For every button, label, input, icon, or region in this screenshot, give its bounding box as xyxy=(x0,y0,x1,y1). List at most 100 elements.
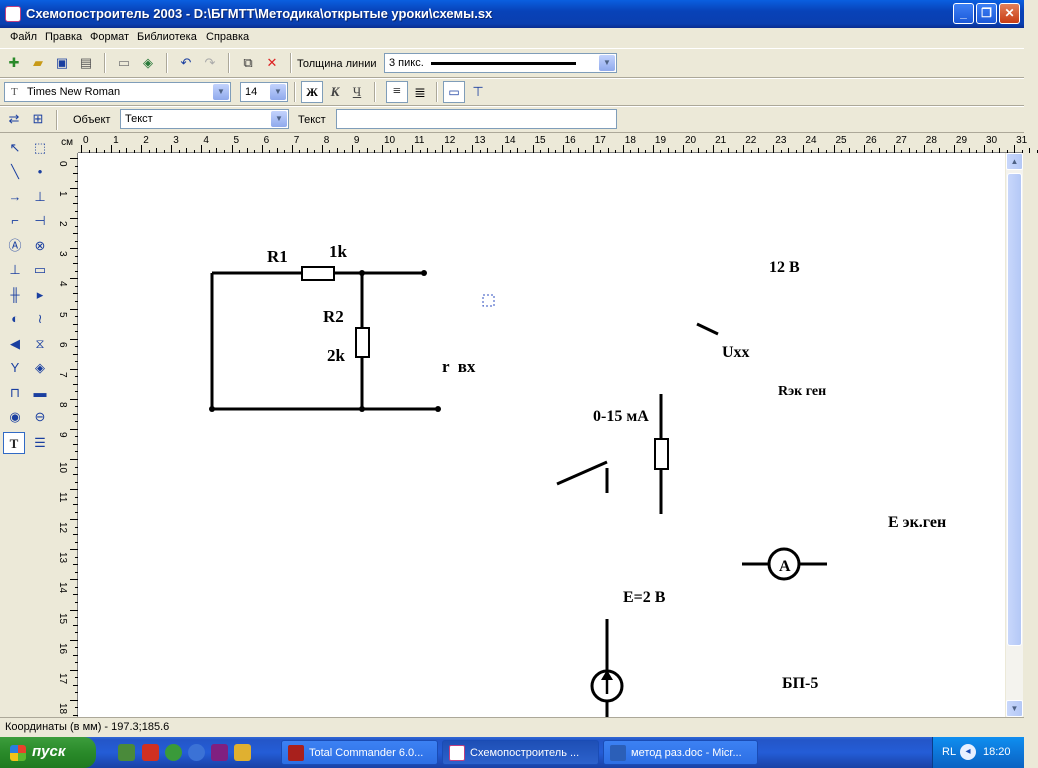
ground-icon[interactable]: ⊥ xyxy=(34,189,46,204)
object-link-icon[interactable]: ⊞ xyxy=(32,111,44,126)
task-word-doc[interactable]: метод раз.doc - Micr... xyxy=(603,740,758,765)
quicklaunch-acrobat-icon[interactable] xyxy=(142,744,159,761)
speaker-icon[interactable]: ◀ xyxy=(10,336,20,351)
label-e-eq-gen[interactable]: Е эк.ген xyxy=(888,514,946,531)
export-icon[interactable]: ◈ xyxy=(143,55,153,70)
line-tool-icon[interactable]: ╲ xyxy=(11,164,19,179)
lamp-icon[interactable]: ⊗ xyxy=(34,238,46,253)
align-left-icon[interactable]: ≡ xyxy=(386,81,408,103)
label-e-2v[interactable]: Е=2 В xyxy=(623,589,666,606)
menu-bar: Файл Правка Формат Библиотека Справка xyxy=(0,28,1024,48)
start-button[interactable]: пуск xyxy=(0,737,96,768)
underline-button[interactable]: Ч xyxy=(352,84,362,99)
print-preview-icon[interactable]: ▤ xyxy=(79,55,93,70)
task-total-commander[interactable]: Total Commander 6.0... xyxy=(281,740,438,765)
relay-icon[interactable]: ⊓ xyxy=(9,385,21,400)
switch-icon[interactable]: ⌐ xyxy=(11,213,19,228)
scroll-thumb[interactable] xyxy=(1007,173,1022,646)
title-bar[interactable]: Схемопостроитель 2003 - D:\БГМТТ\Методик… xyxy=(0,0,1024,28)
fuse-icon[interactable]: ⊥ xyxy=(9,262,21,277)
label-r2-value[interactable]: 2k xyxy=(327,346,346,365)
label-r1[interactable]: R1 xyxy=(267,247,288,266)
text-center-icon[interactable]: ⊤ xyxy=(472,84,484,99)
font-size-select[interactable]: 14 ▼ xyxy=(240,82,288,102)
resistor-h-icon[interactable]: ▬ xyxy=(33,385,47,400)
label-r2[interactable]: R2 xyxy=(323,307,344,326)
selection-handle[interactable] xyxy=(482,294,495,307)
resistor-icon[interactable]: ▭ xyxy=(33,262,47,277)
line-width-select[interactable]: 3 пикс. ▼ xyxy=(384,53,617,73)
maximize-button[interactable]: ❐ xyxy=(976,3,997,24)
print-icon[interactable]: ▭ xyxy=(117,55,131,70)
align-justify-icon[interactable]: ≣ xyxy=(414,84,426,100)
table-tool-icon[interactable]: ☰ xyxy=(34,435,46,450)
label-psu[interactable]: БП-5 xyxy=(782,675,818,692)
delete-icon[interactable]: ✕ xyxy=(266,55,278,70)
open-folder-icon[interactable]: ▰ xyxy=(33,55,43,70)
close-button[interactable]: ✕ xyxy=(999,3,1020,24)
resistor-r1[interactable] xyxy=(301,266,335,281)
quicklaunch-desktop-icon[interactable] xyxy=(118,744,135,761)
vertical-scrollbar[interactable]: ▲ ▼ xyxy=(1006,153,1023,717)
ruler-tick xyxy=(720,150,722,153)
drawing-canvas[interactable]: R1 1k R2 2k r вх 12 В Uxx Rэк ген 0-15 м… xyxy=(78,153,1005,717)
ruler-tick-label: 10 xyxy=(57,462,68,474)
resistor-r-eq[interactable] xyxy=(654,438,669,470)
ruler-tick-label: 5 xyxy=(57,311,68,318)
copy-icon[interactable]: ⧉ xyxy=(243,55,253,70)
antenna-icon[interactable]: Y xyxy=(10,360,20,375)
scroll-up-icon[interactable]: ▲ xyxy=(1006,153,1023,170)
meter-icon[interactable]: ⊖ xyxy=(34,409,46,424)
scroll-down-icon[interactable]: ▼ xyxy=(1006,700,1023,717)
rect-select-icon[interactable]: ⬚ xyxy=(33,140,47,155)
dot-tool-icon[interactable]: • xyxy=(37,164,43,179)
schematic-drawing[interactable]: R1 1k R2 2k r вх 12 В Uxx Rэк ген 0-15 м… xyxy=(78,153,1005,717)
menu-help[interactable]: Справка xyxy=(206,31,250,43)
menu-library[interactable]: Библиотека xyxy=(137,31,197,43)
switch-blade[interactable] xyxy=(556,460,608,486)
select-pointer-icon[interactable]: ↖ xyxy=(9,140,21,155)
quicklaunch-tool-icon[interactable] xyxy=(234,744,251,761)
ruler-tick xyxy=(276,148,278,153)
menu-edit[interactable]: Правка xyxy=(45,31,83,43)
label-r1-value[interactable]: 1k xyxy=(329,242,348,261)
wire-fragment[interactable] xyxy=(696,322,719,336)
label-uxx[interactable]: Uxx xyxy=(722,344,750,361)
quicklaunch-ie-icon[interactable] xyxy=(188,744,205,761)
language-indicator[interactable]: RL xyxy=(942,746,957,758)
label-r-in[interactable]: r вх xyxy=(442,357,476,376)
font-family-select[interactable]: T Times New Roman ▼ xyxy=(4,82,231,102)
ammeter-icon[interactable]: Ⓐ xyxy=(8,238,22,253)
generator-icon[interactable]: ◉ xyxy=(9,409,21,424)
new-file-icon[interactable]: ✚ xyxy=(8,55,20,70)
text-frame-icon[interactable]: ▭ xyxy=(443,81,465,103)
label-r-eq-gen[interactable]: Rэк ген xyxy=(778,384,826,399)
arrow-tool-icon[interactable]: → xyxy=(8,189,22,204)
save-icon[interactable]: ▣ xyxy=(55,55,69,70)
redo-icon[interactable]: ↷ xyxy=(204,55,216,70)
minimize-button[interactable]: _ xyxy=(953,3,974,24)
transformer-icon[interactable]: ⧖ xyxy=(35,336,45,351)
bold-button[interactable]: Ж xyxy=(301,81,323,103)
resistor-r2[interactable] xyxy=(355,327,370,358)
text-tool-icon[interactable]: T xyxy=(3,432,25,454)
object-select[interactable]: Текст ▼ xyxy=(120,109,289,129)
bridge-icon[interactable]: ◈ xyxy=(35,360,45,375)
menu-format[interactable]: Формат xyxy=(90,31,130,43)
quicklaunch-browser-icon[interactable] xyxy=(165,744,182,761)
menu-file[interactable]: Файл xyxy=(10,31,38,43)
tray-expand-icon[interactable]: ◂ xyxy=(960,744,976,760)
undo-icon[interactable]: ↶ xyxy=(180,55,192,70)
italic-button[interactable]: К xyxy=(330,84,340,99)
task-schematic-builder[interactable]: Схемопостроитель ... xyxy=(442,740,599,765)
motor-icon[interactable]: ◐ xyxy=(11,311,19,326)
text-input[interactable] xyxy=(336,109,617,129)
capacitor-h-icon[interactable]: ╫ xyxy=(10,287,20,302)
quicklaunch-winrar-icon[interactable] xyxy=(211,744,228,761)
label-range[interactable]: 0-15 мА xyxy=(593,408,649,425)
inductor-icon[interactable]: ≀ xyxy=(37,311,43,326)
label-12v[interactable]: 12 В xyxy=(769,259,800,276)
object-props-icon[interactable]: ⇄ xyxy=(8,111,20,126)
diode-icon[interactable]: ▸ xyxy=(36,287,44,302)
capacitor-icon[interactable]: ⊣ xyxy=(34,213,46,228)
